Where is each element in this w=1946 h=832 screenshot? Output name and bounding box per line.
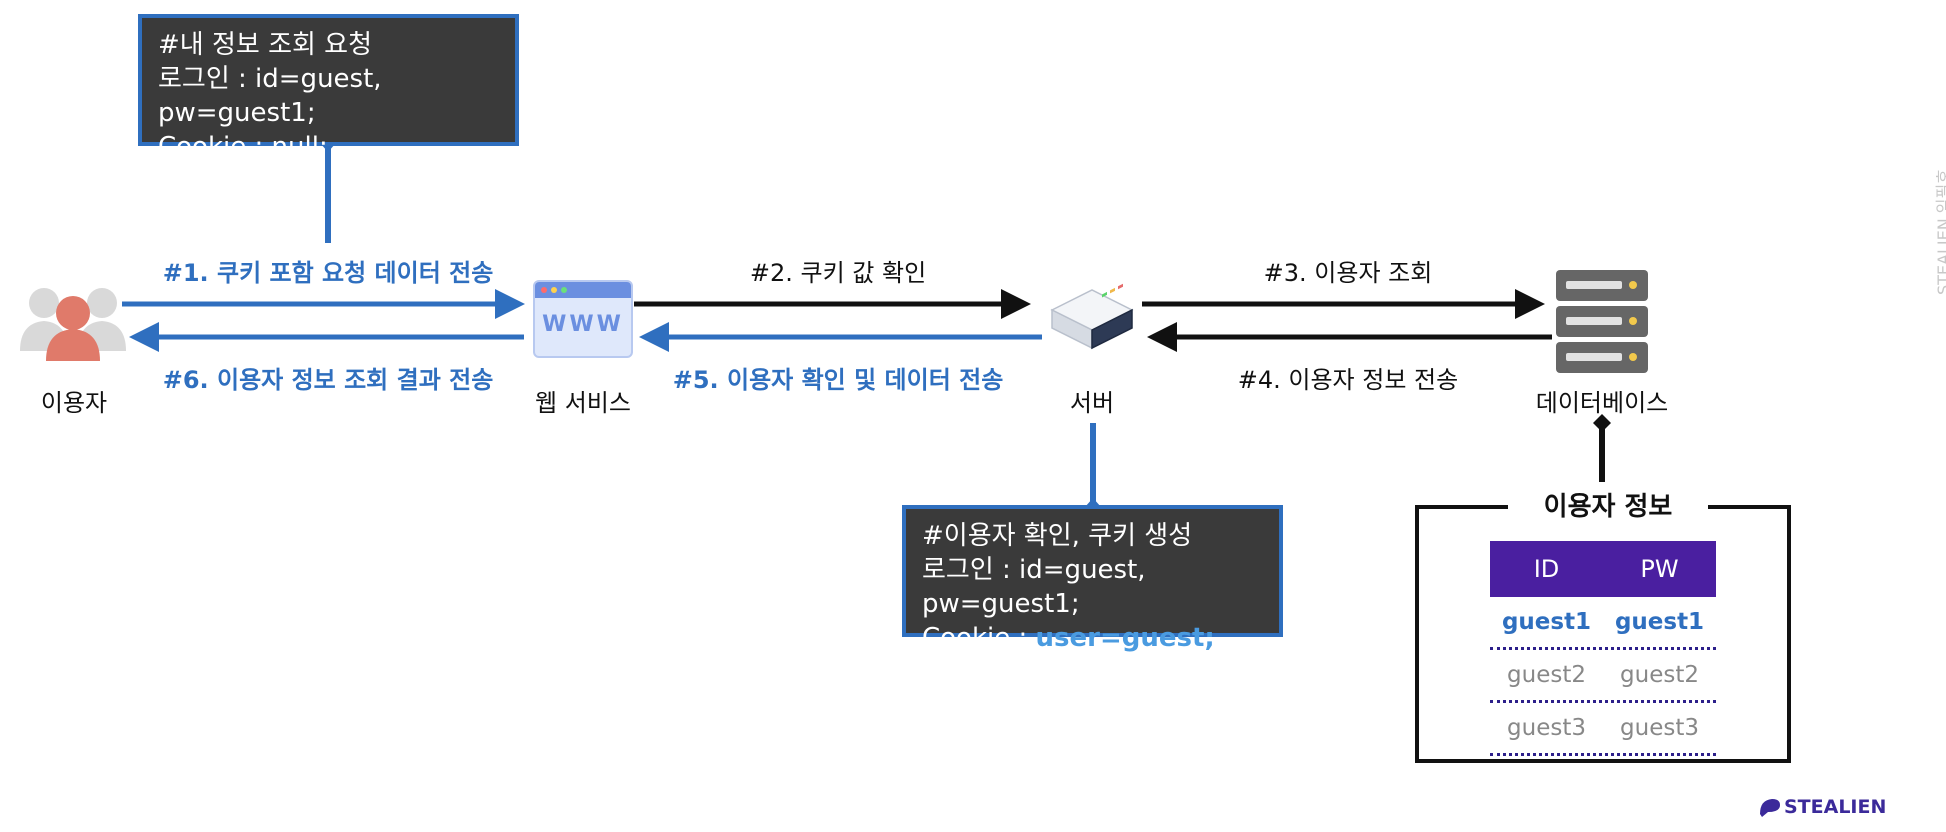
request-callout-line3: Cookie : null; (158, 132, 328, 162)
server-callout-line3: Cookie : user=guest; (922, 621, 1263, 655)
table-cell-pw: guest1 (1614, 609, 1705, 635)
user-info-title: 이용자 정보 (1508, 490, 1708, 524)
step4-label: #4. 이용자 정보 전송 (1237, 366, 1459, 394)
table-header: ID PW (1490, 541, 1716, 597)
server-callout-cookie-prefix: Cookie : (922, 623, 1036, 653)
step3-label: #3. 이용자 조회 (1263, 259, 1433, 287)
watermark: STEALIEN 임필호 (1934, 169, 1946, 295)
table-header-id: ID (1533, 555, 1560, 583)
table-header-pw: PW (1640, 555, 1679, 583)
request-callout: #내 정보 조회 요청 로그인 : id=guest, pw=guest1; C… (138, 14, 519, 162)
table-cell-pw: guest2 (1620, 662, 1699, 688)
request-callout-line2: 로그인 : id=guest, pw=guest1; (158, 64, 382, 128)
table-row: guest2 guest2 (1490, 650, 1716, 703)
request-callout-line1: #내 정보 조회 요청 (158, 30, 373, 60)
server-callout-line2: 로그인 : id=guest, pw=guest1; (922, 555, 1146, 619)
step5-label: #5. 이용자 확인 및 데이터 전송 (672, 366, 1004, 394)
brand-name: STEALIEN (1784, 796, 1887, 818)
table-cell-id: guest3 (1507, 715, 1586, 741)
user-info-table: ID PW guest1 guest1 guest2 guest2 guest3… (1490, 541, 1716, 756)
table-cell-id: guest1 (1501, 609, 1592, 635)
node-label-user: 이용자 (40, 389, 108, 417)
web-icon: WWW (533, 280, 633, 358)
table-cell-id: guest2 (1507, 662, 1586, 688)
table-row: guest1 guest1 (1490, 597, 1716, 650)
node-label-web: 웹 서비스 (535, 389, 631, 417)
node-label-server: 서버 (1069, 389, 1115, 417)
server-callout-cookie-value: user=guest; (1035, 623, 1215, 653)
step1-label: #1. 쿠키 포함 요청 데이터 전송 (162, 259, 494, 287)
web-icon-text: WWW (542, 312, 624, 337)
database-icon (1556, 270, 1648, 373)
user-icon (20, 288, 126, 361)
server-callout: #이용자 확인, 쿠키 생성 로그인 : id=guest, pw=guest1… (902, 505, 1283, 653)
server-callout-line1: #이용자 확인, 쿠키 생성 (922, 521, 1193, 551)
table-row: guest3 guest3 (1490, 703, 1716, 756)
table-cell-pw: guest3 (1620, 715, 1699, 741)
brand-logo-icon (1760, 799, 1780, 817)
step2-label: #2. 쿠키 값 확인 (749, 259, 927, 287)
step6-label: #6. 이용자 정보 조회 결과 전송 (162, 366, 494, 394)
server-icon (1050, 283, 1134, 350)
node-label-database: 데이터베이스 (1535, 389, 1669, 417)
